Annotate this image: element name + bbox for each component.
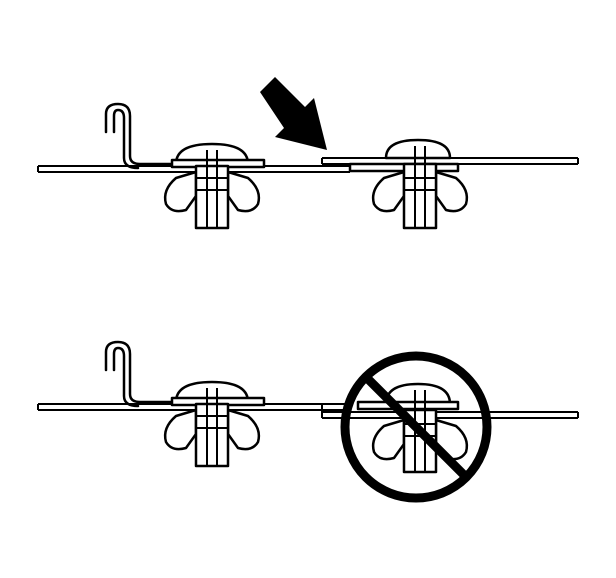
- panel-incorrect-installation: [37, 340, 579, 503]
- retainer-hook: [104, 340, 180, 404]
- push-pin-fastener-right: [348, 138, 469, 230]
- push-pin-fastener-left: [163, 142, 266, 230]
- panel-correct-installation: [37, 77, 579, 230]
- push-pin-fastener-right: [356, 382, 469, 474]
- push-pin-fastener-left: [163, 380, 266, 468]
- lower-trim-plate: [321, 404, 579, 419]
- retainer-hook: [104, 102, 180, 166]
- prohibited-icon: [340, 351, 492, 503]
- arrow-down-right-icon: [260, 77, 327, 150]
